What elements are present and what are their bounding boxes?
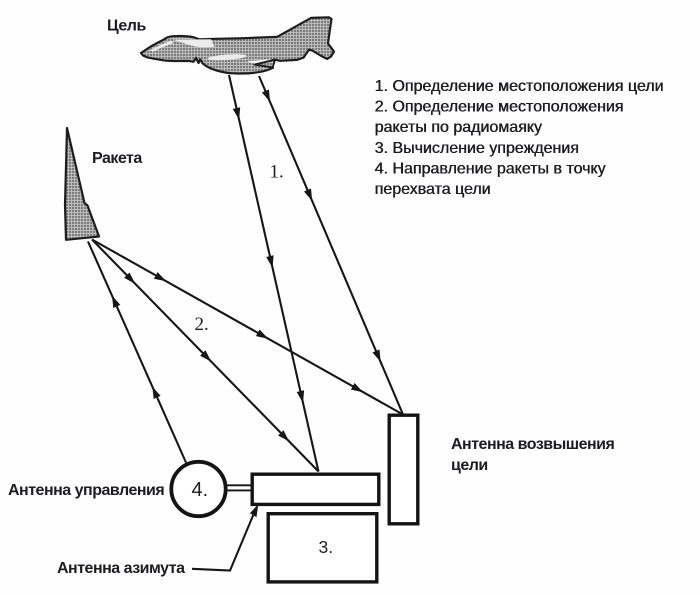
svg-text:4.: 4. — [192, 479, 209, 501]
svg-text:цели: цели — [451, 457, 488, 474]
svg-text:Антенна управления: Антенна управления — [8, 482, 164, 499]
svg-text:2.: 2. — [195, 314, 209, 335]
svg-text:4. Направление ракеты в точку: 4. Направление ракеты в точку — [375, 160, 606, 177]
svg-text:ракеты по радиомаяку: ракеты по радиомаяку — [375, 119, 542, 136]
svg-text:3.: 3. — [319, 537, 334, 557]
svg-text:1. Определение местоположения: 1. Определение местоположения цели — [375, 78, 664, 95]
svg-text:перехвата цели: перехвата цели — [375, 181, 491, 198]
svg-text:Антенна азимута: Антенна азимута — [57, 560, 185, 577]
svg-text:2. Определение местоположения: 2. Определение местоположения — [375, 99, 624, 116]
svg-text:3. Вычисление упреждения: 3. Вычисление упреждения — [375, 140, 579, 157]
svg-text:Антенна возвышения: Антенна возвышения — [451, 436, 615, 453]
svg-text:Ракета: Ракета — [92, 150, 142, 167]
svg-text:1.: 1. — [270, 162, 284, 183]
svg-text:Цель: Цель — [107, 18, 146, 35]
